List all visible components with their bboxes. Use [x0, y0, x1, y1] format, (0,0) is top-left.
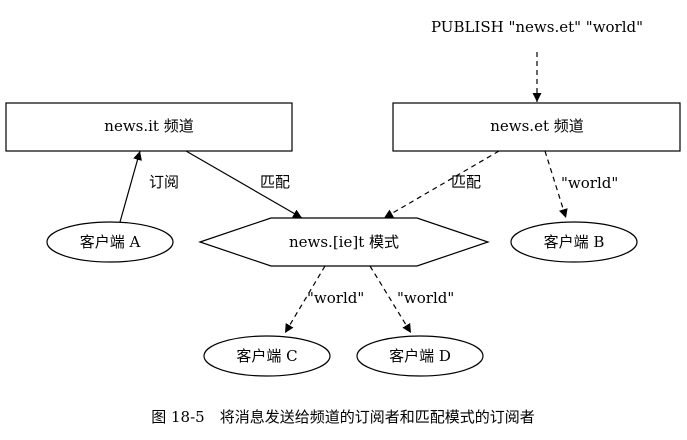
edge-label-world-b: "world"	[561, 174, 618, 192]
publish-command-label: PUBLISH "news.et" "world"	[431, 18, 643, 36]
client-node-b: 客户端 B	[510, 221, 638, 263]
edge-label-world-c: "world"	[307, 289, 364, 307]
edge-pattern-to-client-d	[369, 265, 412, 334]
edge-label-match-et: 匹配	[451, 173, 481, 191]
edge-label-world-d: "world"	[397, 289, 454, 307]
edge-news-it-to-pattern	[185, 150, 303, 219]
edge-client-a-to-news-it	[119, 150, 142, 223]
client-node-c-label: 客户端 C	[236, 347, 297, 365]
pattern-node: news.[ie]t 模式	[198, 217, 490, 267]
edge-pattern-to-client-c	[284, 265, 326, 334]
client-node-a: 客户端 A	[46, 221, 174, 263]
channel-node-news-et-label: news.et 频道	[490, 117, 584, 135]
edge-label-subscribe: 订阅	[149, 173, 179, 191]
pattern-node-label: news.[ie]t 模式	[289, 233, 399, 251]
client-node-a-label: 客户端 A	[80, 233, 141, 251]
channel-node-news-et: news.et 频道	[392, 102, 681, 152]
channel-node-news-it-label: news.it 频道	[104, 117, 193, 135]
edge-news-et-to-pattern	[383, 150, 500, 219]
edge-news-et-to-client-b	[544, 150, 568, 219]
edge-label-match-it: 匹配	[260, 173, 290, 191]
channel-node-news-it: news.it 频道	[5, 102, 293, 152]
client-node-d: 客户端 D	[356, 335, 484, 377]
client-node-b-label: 客户端 B	[544, 233, 605, 251]
client-node-c: 客户端 C	[203, 335, 331, 377]
client-node-d-label: 客户端 D	[389, 347, 451, 365]
figure-caption: 图 18-5 将消息发送给频道的订阅者和匹配模式的订阅者	[151, 408, 534, 426]
